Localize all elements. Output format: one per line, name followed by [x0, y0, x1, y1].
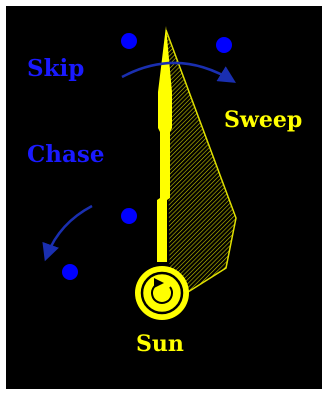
sun-inner-ring	[142, 273, 182, 313]
chase-label: Chase	[27, 141, 105, 168]
skip-label: Skip	[27, 55, 84, 82]
sweep-label: Sweep	[224, 107, 302, 133]
skip-dot-left	[121, 33, 137, 49]
chase-dot-upper	[121, 208, 137, 224]
skip-dot-right	[216, 37, 232, 53]
sun-label: Sun	[136, 331, 184, 357]
chase-dot-lower	[62, 264, 78, 280]
